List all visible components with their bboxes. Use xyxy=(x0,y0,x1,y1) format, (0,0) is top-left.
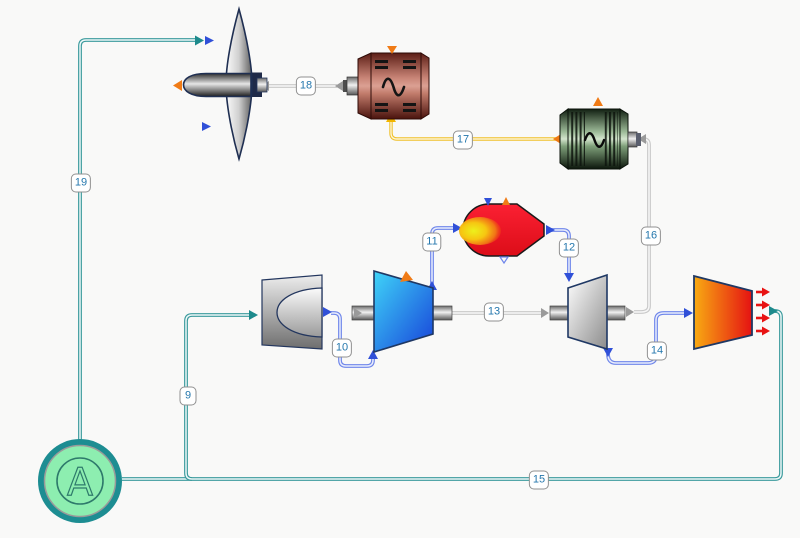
generator-shaft-tip xyxy=(636,133,641,146)
ambient-source[interactable]: A xyxy=(38,439,122,523)
turbine[interactable] xyxy=(549,273,626,351)
exhaust-arrows-icon xyxy=(756,287,770,336)
generator[interactable] xyxy=(559,97,641,170)
stream-label-15[interactable]: 15 xyxy=(528,470,550,490)
generator-left-cap xyxy=(559,108,569,170)
compressor-direction-indicator-icon xyxy=(400,271,413,282)
pipe-stream-9[interactable] xyxy=(184,310,258,481)
source-fill xyxy=(43,444,117,518)
sine-wave-icon xyxy=(381,77,406,97)
generator-shaft xyxy=(627,131,638,148)
heat-indicator-icon xyxy=(502,197,510,205)
motor-left-cap xyxy=(357,52,372,120)
arrow-from-turbine-shaft xyxy=(626,307,634,317)
fuel-port-icon xyxy=(484,198,492,206)
arrow-into-generator xyxy=(638,134,646,144)
compressor-body xyxy=(373,269,434,354)
arrow-from-nozzle xyxy=(769,306,778,316)
stream-label-14[interactable]: 14 xyxy=(646,341,668,361)
turbine-shaft-left xyxy=(549,305,569,321)
pipe-stream-10[interactable] xyxy=(331,311,378,368)
outlet-port-icon xyxy=(202,122,211,131)
flame-icon xyxy=(459,217,501,245)
generator-ribs-right xyxy=(603,112,618,166)
arrow-into-intake xyxy=(249,310,258,320)
source-letter: A xyxy=(67,460,93,504)
arrow-into-nozzle xyxy=(684,308,693,318)
generator-ribs-left xyxy=(570,112,585,166)
motor-direction-indicator-icon xyxy=(387,46,397,54)
propeller-shaft xyxy=(256,77,268,93)
source-symbol-circle xyxy=(56,457,104,505)
stream-label-9[interactable]: 9 xyxy=(179,386,197,406)
turbine-shaft-right xyxy=(606,305,626,321)
compressor-shaft-port-icon xyxy=(354,308,362,318)
propeller[interactable] xyxy=(173,5,268,162)
arrow-out-of-combustor xyxy=(546,225,555,235)
compressor-shaft-right xyxy=(432,305,453,321)
arrow-shaft-turbine-end xyxy=(541,308,549,318)
generator-direction-indicator-icon xyxy=(593,97,603,106)
stream-label-12[interactable]: 12 xyxy=(558,238,580,258)
spinner-hub xyxy=(182,72,252,98)
arrow-into-compressor xyxy=(368,350,378,359)
drain-port-icon xyxy=(498,256,510,265)
motor-shaft xyxy=(346,76,360,96)
nozzle[interactable] xyxy=(693,274,770,351)
pipe-stream-16[interactable] xyxy=(626,134,651,317)
arrow-from-generator xyxy=(553,134,561,144)
arrow-out-of-turbine xyxy=(603,348,613,357)
compressor[interactable] xyxy=(351,269,453,354)
arrow-into-combustor xyxy=(453,223,462,233)
turbine-body xyxy=(567,273,608,351)
pipe-stream-15[interactable] xyxy=(122,306,783,481)
motor-body xyxy=(370,52,422,120)
pipe-stream-19[interactable] xyxy=(78,35,204,442)
inlet-port-icon xyxy=(205,36,214,45)
generator-right-cap xyxy=(619,108,629,170)
stream-label-16[interactable]: 16 xyxy=(640,226,662,246)
stream-label-13[interactable]: 13 xyxy=(483,302,505,322)
stream-label-10[interactable]: 10 xyxy=(331,338,353,358)
thrust-indicator-icon xyxy=(173,80,182,91)
motor-right-cap xyxy=(420,52,430,120)
stream-label-18[interactable]: 18 xyxy=(295,76,317,96)
motor-vents xyxy=(375,60,416,112)
arrow-into-turbine xyxy=(564,273,574,282)
pipe-stream-17[interactable] xyxy=(386,113,561,144)
intake[interactable] xyxy=(261,274,332,350)
nozzle-body xyxy=(693,274,753,351)
pipe-stream-12[interactable] xyxy=(546,225,574,282)
stream-label-11[interactable]: 11 xyxy=(422,232,442,252)
arrow-into-propeller xyxy=(195,35,204,46)
electric-motor[interactable] xyxy=(343,46,430,120)
combustor[interactable] xyxy=(459,197,545,265)
stream-label-19[interactable]: 19 xyxy=(70,173,92,193)
stream-label-17[interactable]: 17 xyxy=(452,130,474,150)
intake-cone xyxy=(276,287,323,338)
sine-wave-icon xyxy=(583,132,606,148)
motor-shaft-tip xyxy=(343,80,350,92)
arrow-from-motor-shaft xyxy=(335,81,343,91)
intake-outlet-port-icon xyxy=(323,307,332,317)
